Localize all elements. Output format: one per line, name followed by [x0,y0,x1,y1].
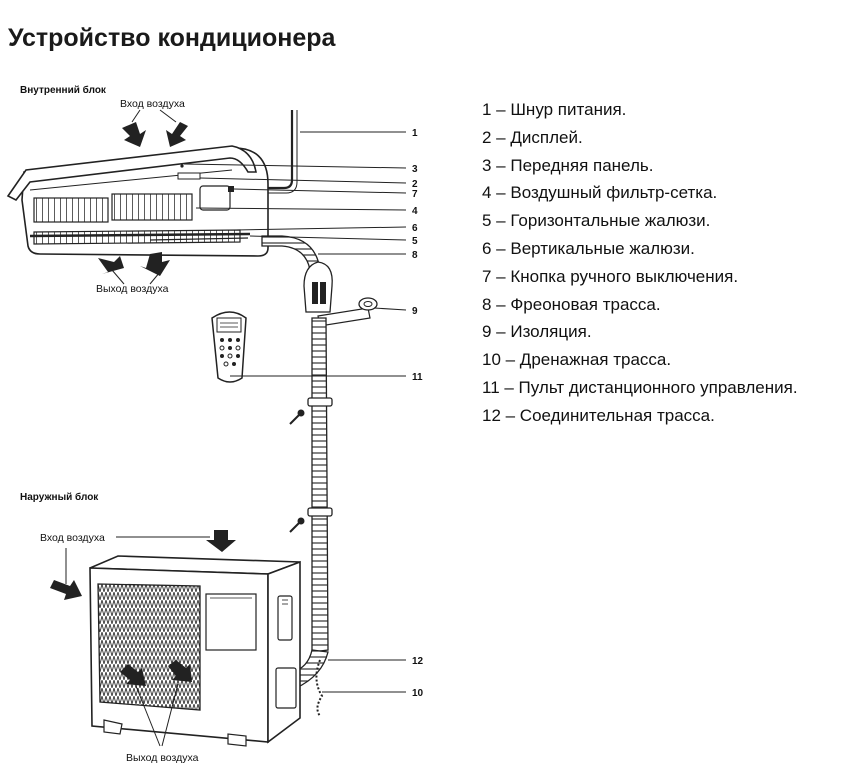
indoor-air-in-label: Вход воздуха [120,98,185,110]
outdoor-air-in-label: Вход воздуха [40,532,105,544]
callout-number: 12 [412,656,424,667]
legend-item: 1 – Шнур питания. [482,100,627,119]
legend-item: 5 – Горизонтальные жалюзи. [482,211,711,231]
air-filter-right [111,193,193,221]
callout-number: 2 [412,179,418,190]
indoor-unit-heading: Внутренний блок [20,84,107,96]
callout-number: 6 [412,223,418,234]
legend-item: 3 – Передняя панель. [482,155,654,175]
callout-number: 1 [412,128,418,139]
vertical-louvers [33,229,241,245]
legend-item: 7 – Кнопка ручного выключения. [482,266,739,286]
indoor-air-in-arrows [122,109,188,147]
outdoor-coil-grille [97,583,201,711]
indoor-air-out-label: Выход воздуха [96,283,169,295]
legend-item: 8 – Фреоновая трасса. [482,294,661,314]
indoor-air-out-arrows [98,252,170,285]
outdoor-unit-heading: Наружный блок [20,491,99,503]
callout-number: 8 [412,250,418,261]
callout-number: 11 [412,372,423,383]
legend-item: 11 – Пульт дистанционного управления. [482,377,798,397]
legend-item: 12 – Соединительная трасса. [482,405,715,425]
legend-item: 2 – Дисплей. [482,127,583,147]
air-filter-left [33,197,109,223]
remote-control [211,311,247,383]
legend-item: 10 – Дренажная трасса. [482,350,672,370]
legend-item: 9 – Изоляция. [482,322,592,342]
callout-leaders [183,131,407,693]
outdoor-air-out-arrows [120,660,192,747]
callout-number: 9 [412,306,418,317]
page-title: Устройство кондиционера [8,24,336,52]
outdoor-unit [89,555,301,747]
outdoor-air-out-label: Выход воздуха [126,752,199,764]
callout-number: 3 [412,164,418,175]
callout-number: 4 [412,206,418,217]
callout-number: 10 [412,688,424,699]
outdoor-air-in-arrows [50,530,236,600]
callout-numbers: 1 3 2 7 4 6 5 8 9 11 12 10 [412,128,424,699]
legend-item: 4 – Воздушный фильтр-сетка. [482,183,718,203]
callout-number: 5 [412,236,418,247]
callout-number: 7 [412,189,418,200]
parts-legend: 1 – Шнур питания. 2 – Дисплей. 3 – Перед… [482,96,798,430]
legend-item: 6 – Вертикальные жалюзи. [482,238,695,258]
indoor-unit [6,145,269,257]
